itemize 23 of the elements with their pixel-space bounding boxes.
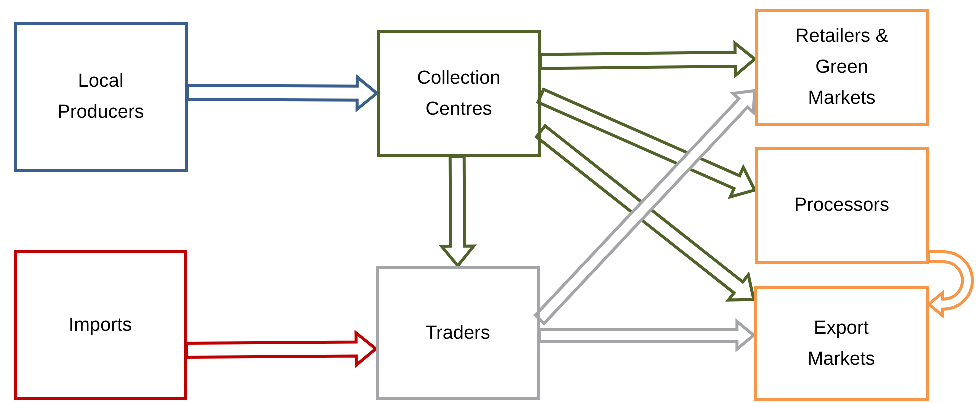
process-box xyxy=(755,9,929,126)
process-box xyxy=(377,30,541,157)
arrow xyxy=(534,89,757,326)
node-label: Local Producers xyxy=(56,70,146,125)
node-label: Export Markets xyxy=(806,316,876,372)
node-label: Collection Centres xyxy=(416,66,502,122)
arrow xyxy=(534,124,756,302)
process-box xyxy=(376,266,540,400)
process-box xyxy=(754,286,929,401)
process-box xyxy=(755,147,929,264)
arrow xyxy=(186,74,380,113)
node-label: Traders xyxy=(426,322,490,346)
arrow xyxy=(438,155,478,268)
process-box xyxy=(14,250,187,400)
node-label: Retailers & Green Markets xyxy=(794,25,890,111)
arrow xyxy=(185,330,378,369)
arrow xyxy=(539,40,758,79)
arrow xyxy=(926,250,974,320)
node-label: Imports xyxy=(68,314,132,338)
arrow xyxy=(536,88,758,200)
arrow xyxy=(538,318,756,352)
node-label: Processors xyxy=(794,194,890,218)
process-box xyxy=(14,22,188,172)
